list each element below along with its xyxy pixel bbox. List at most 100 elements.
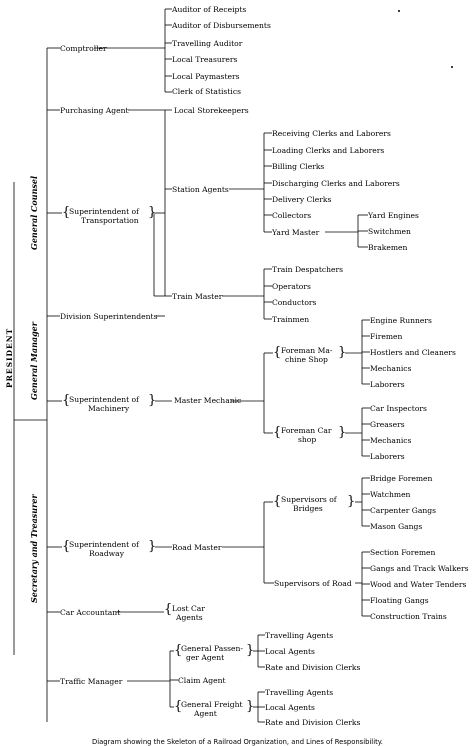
brace-close: } xyxy=(246,699,255,714)
station-child: Loading Clerks and Laborers xyxy=(272,146,385,155)
machine-shop-child: Engine Runners xyxy=(370,316,432,325)
gfa-child: Rate and Division Clerks xyxy=(265,718,361,727)
bridge-child: Watchmen xyxy=(370,490,411,499)
station-child: Yard Master xyxy=(272,228,320,237)
comptroller-child: Travelling Auditor xyxy=(172,39,243,48)
master-mechanic-label: Master Mechanic xyxy=(174,396,242,405)
road-child: Construction Trains xyxy=(370,612,447,621)
traffic-manager-label: Traffic Manager xyxy=(60,677,123,686)
supervisors-road-label: Supervisors of Road xyxy=(274,579,352,588)
speck xyxy=(451,66,453,68)
foreman-car-shop-2: shop xyxy=(298,435,317,444)
claim-agent-label: Claim Agent xyxy=(178,676,226,685)
yard-child: Brakemen xyxy=(368,243,408,252)
bridge-child: Mason Gangs xyxy=(370,522,423,531)
bridge-child: Carpenter Gangs xyxy=(370,506,437,515)
supervisors-bridges-2: Bridges xyxy=(293,504,323,513)
general-counsel-label: General Counsel xyxy=(29,175,39,250)
supt-roadway-label-2: Roadway xyxy=(89,549,124,558)
supt-transportation-label-1: Superintendent of xyxy=(69,207,139,216)
comptroller-child: Local Treasurers xyxy=(172,55,238,64)
gfa-child: Local Agents xyxy=(265,703,315,712)
foreman-car-shop-1: Foreman Car xyxy=(281,426,332,435)
brace-close: } xyxy=(148,393,157,408)
gpa-child: Rate and Division Clerks xyxy=(265,663,361,672)
yard-child: Switchmen xyxy=(368,227,411,236)
local-storekeepers-label: Local Storekeepers xyxy=(174,106,249,115)
station-child: Collectors xyxy=(272,211,312,220)
car-shop-child: Laborers xyxy=(370,452,405,461)
station-child: Delivery Clerks xyxy=(272,195,332,204)
comptroller-child: Clerk of Statistics xyxy=(172,87,241,96)
brace-close: } xyxy=(338,345,347,360)
machine-shop-child: Hostlers and Cleaners xyxy=(370,348,456,357)
gen-passenger-agent-1: General Passen- xyxy=(181,644,243,653)
brace-open: { xyxy=(62,539,71,554)
comptroller-child: Local Paymasters xyxy=(172,72,240,81)
road-child: Floating Gangs xyxy=(370,596,429,605)
foreman-machine-shop-1: Foreman Ma- xyxy=(281,346,333,355)
gen-freight-agent-2: Agent xyxy=(194,709,217,718)
car-shop-child: Mechanics xyxy=(370,436,412,445)
road-child: Gangs and Track Walkers xyxy=(370,564,469,573)
brace-close: } xyxy=(338,425,347,440)
machine-shop-child: Firemen xyxy=(370,332,403,341)
brace-close: } xyxy=(246,643,255,658)
train-child: Trainmen xyxy=(272,315,310,324)
brace-open: { xyxy=(273,345,282,360)
brace-close: } xyxy=(148,205,157,220)
station-agents-label: Station Agents xyxy=(172,185,229,194)
brace-open: { xyxy=(174,643,183,658)
lost-car-agents-1: Lost Car xyxy=(172,604,205,613)
brace-open: { xyxy=(62,205,71,220)
car-shop-child: Car Inspectors xyxy=(370,404,427,413)
brace-open: { xyxy=(273,425,282,440)
purchasing-agent-label: Purchasing Agent xyxy=(60,106,129,115)
comptroller-label: Comptroller xyxy=(60,44,107,53)
station-child: Billing Clerks xyxy=(272,162,325,171)
gfa-child: Travelling Agents xyxy=(265,688,334,697)
brace-open: { xyxy=(62,393,71,408)
train-master-label: Train Master xyxy=(172,292,223,301)
supt-machinery-label-1: Superintendent of xyxy=(69,395,139,404)
lost-car-agents-2: Agents xyxy=(176,613,203,622)
secretary-treasurer-label: Secretary and Treasurer xyxy=(29,494,39,603)
train-child: Train Despatchers xyxy=(272,265,344,274)
supt-transportation-label-2: Transportation xyxy=(81,216,139,225)
comptroller-child: Auditor of Disbursements xyxy=(172,21,271,30)
car-accountant-label: Car Accountant xyxy=(60,608,121,617)
supt-roadway-label-1: Superintendent of xyxy=(69,540,139,549)
train-child: Conductors xyxy=(272,298,317,307)
road-child: Section Foremen xyxy=(370,548,436,557)
bridge-child: Bridge Foremen xyxy=(370,474,433,483)
station-child: Receiving Clerks and Laborers xyxy=(272,129,391,138)
machine-shop-child: Mechanics xyxy=(370,364,412,373)
division-superintendents-label: Division Superintendents xyxy=(60,312,158,321)
gpa-child: Travelling Agents xyxy=(265,631,334,640)
foreman-machine-shop-2: chine Shop xyxy=(285,355,328,364)
comptroller-child: Auditor of Receipts xyxy=(172,5,247,14)
supervisors-bridges-1: Supervisors of xyxy=(281,495,337,504)
road-child: Wood and Water Tenders xyxy=(370,580,467,589)
brace-close: } xyxy=(148,539,157,554)
brace-open: { xyxy=(273,494,282,509)
brace-open: { xyxy=(164,602,173,617)
gpa-child: Local Agents xyxy=(265,647,315,656)
road-master-label: Road Master xyxy=(172,543,222,552)
brace-close: } xyxy=(347,494,356,509)
general-manager-label: General Manager xyxy=(29,322,39,400)
president-label: PRESIDENT xyxy=(5,327,14,388)
gen-freight-agent-1: General Freight xyxy=(181,700,243,709)
brace-open: { xyxy=(174,699,183,714)
figure-caption: Diagram showing the Skeleton of a Railro… xyxy=(92,738,383,746)
speck xyxy=(398,10,400,12)
station-child: Discharging Clerks and Laborers xyxy=(272,179,400,188)
machine-shop-child: Laborers xyxy=(370,380,405,389)
yard-child: Yard Engines xyxy=(368,211,419,220)
supt-machinery-label-2: Machinery xyxy=(88,404,130,413)
gen-passenger-agent-2: ger Agent xyxy=(186,653,225,662)
train-child: Operators xyxy=(272,282,311,291)
car-shop-child: Greasers xyxy=(370,420,405,429)
